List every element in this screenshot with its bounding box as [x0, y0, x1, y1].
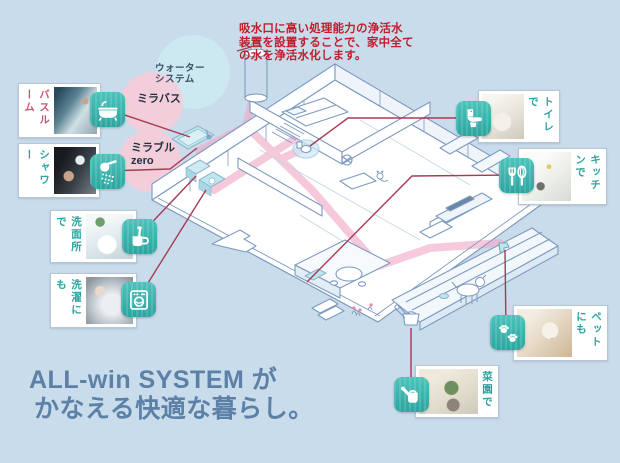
connector-note-leader	[236, 46, 252, 52]
cat	[376, 170, 389, 182]
callout-card-garden: 菜園で	[415, 365, 499, 418]
callout-card-shower: シャワー	[18, 143, 100, 198]
callout-card-pets: ペットにも	[513, 305, 608, 361]
washing-machine-icon	[121, 282, 156, 317]
callout-card-bathroom: バスルーム	[18, 83, 101, 138]
low-table	[339, 172, 377, 190]
garden-sketch	[351, 303, 373, 317]
callout-label-toilet: トイレで	[527, 96, 554, 134]
connector-toilet	[309, 117, 473, 147]
water-system-label: ウォーター システム	[155, 63, 206, 85]
dog	[451, 274, 487, 304]
mirabus-label: ミラバス	[137, 93, 181, 105]
title-line-1: ALL-win SYSTEM が	[29, 366, 278, 394]
callout-label-shower: シャワー	[23, 149, 50, 187]
dining-table	[335, 266, 363, 282]
toilet-fixture	[300, 144, 312, 154]
callout-label-washroom: 洗面所で	[55, 216, 82, 254]
note-line: 装置を設置することで、家中全て	[239, 36, 414, 49]
callout-label-pets: ペットにも	[575, 311, 602, 349]
connector-laundry	[137, 189, 207, 300]
callout-label-bathroom: バスルーム	[23, 89, 50, 127]
connector-shower	[106, 147, 198, 172]
kitchen-utensils-icon	[499, 158, 534, 193]
dog-bowl	[438, 292, 450, 300]
tv	[445, 195, 475, 212]
main-title: ALL-win SYSTEM が かなえる快適な暮らし。	[29, 366, 314, 424]
shower-photo	[54, 147, 96, 194]
watering-can-sketch	[394, 304, 420, 326]
note-line: 吸水口に高い処理能力の浄活水	[239, 23, 403, 35]
floorplan	[151, 42, 559, 331]
sofa	[211, 229, 257, 253]
bathroom-photo	[54, 87, 97, 134]
water-system-device	[244, 42, 268, 103]
callout-label-laundry: 洗濯にも	[55, 279, 82, 317]
mirable-zero-label: ミラブル zero	[131, 142, 175, 167]
shower-icon	[90, 154, 125, 189]
callout-label-kitchen: キッチンで	[574, 154, 601, 192]
toothbrush-cup-icon	[122, 219, 157, 254]
pets-photo	[517, 309, 572, 357]
connector-kitchen	[306, 174, 517, 283]
bathtub-icon	[90, 92, 125, 127]
description-note: 吸水口に高い処理能力の浄活水 装置を設置することで、家中全て の水を浄活水化しま…	[239, 23, 439, 64]
title-line-2: かなえる快適な暮らし。	[34, 395, 314, 423]
note-line: の水を浄活水化します。	[239, 50, 367, 62]
callout-label-garden: 菜園で	[481, 371, 493, 409]
paw-icon	[490, 315, 525, 350]
toilet-icon	[456, 101, 491, 136]
watering-can-icon	[394, 377, 429, 412]
outdoor-faucet	[498, 242, 510, 253]
